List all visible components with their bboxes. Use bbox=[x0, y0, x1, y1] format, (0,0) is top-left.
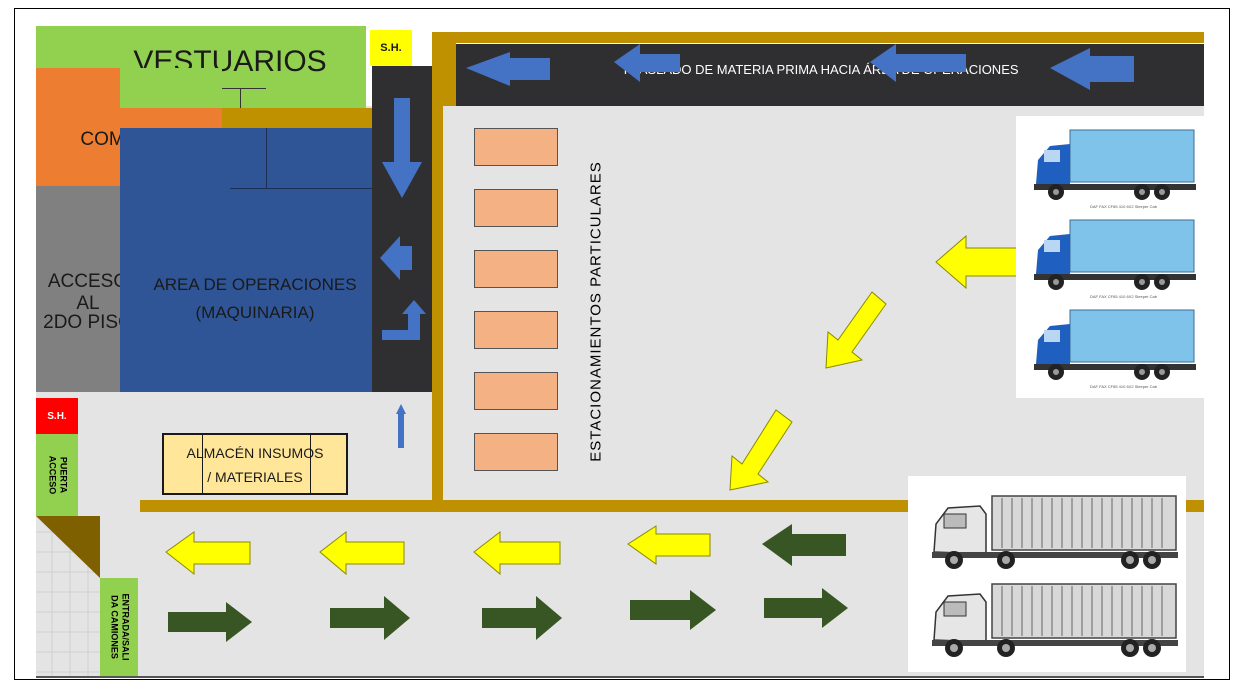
almacen-divider-1 bbox=[202, 435, 203, 493]
yellow-diag-arrow bbox=[825, 291, 887, 369]
top-gold-wall bbox=[432, 32, 1204, 43]
acceso-label-2: 2DO PISO bbox=[43, 312, 133, 333]
blue-left-arrow bbox=[870, 44, 966, 82]
operaciones-label-1: AREA DE OPERACIONES bbox=[153, 275, 357, 294]
entrance-area bbox=[36, 516, 100, 676]
truck-caption: DAF FAX CF85 410 6X2 Sleeper Cab bbox=[1090, 204, 1158, 209]
container-truck bbox=[932, 583, 1178, 657]
plan-border bbox=[14, 8, 1230, 680]
container-truck bbox=[932, 495, 1178, 569]
parking-space bbox=[474, 372, 558, 410]
blue-up-arrow-small bbox=[396, 404, 406, 448]
blue-up-turn-arrow bbox=[382, 300, 426, 340]
yellow-left-arrow bbox=[935, 234, 1019, 290]
vertical-gold-wall-inner bbox=[443, 43, 456, 106]
operaciones-partition-2 bbox=[230, 188, 372, 189]
yellow-left-arrow bbox=[319, 530, 405, 576]
sh-top-box: S.H. bbox=[370, 30, 412, 66]
green-right-arrow bbox=[630, 590, 716, 630]
operaciones-partition bbox=[266, 128, 267, 188]
green-left-arrow bbox=[762, 524, 846, 566]
parking-space bbox=[474, 189, 558, 227]
sh-left-box: S.H. bbox=[36, 398, 78, 434]
blue-down-arrow bbox=[382, 98, 422, 198]
mid-gold-wall bbox=[222, 108, 372, 128]
vestuarios-divider bbox=[240, 88, 241, 108]
parking-space bbox=[474, 311, 558, 349]
box-truck: DAF FAX CF85 410 6X2 Sleeper Cab bbox=[1034, 309, 1196, 389]
yellow-left-arrow bbox=[627, 525, 711, 565]
green-right-arrow bbox=[764, 588, 848, 628]
bottom-edge-line bbox=[36, 676, 1204, 678]
vestuarios-lower-strip bbox=[120, 68, 222, 108]
container-trucks bbox=[932, 495, 1178, 657]
blue-left-arrow bbox=[1050, 48, 1134, 90]
box-truck: DAF FAX CF85 410 6X2 Sleeper Cab bbox=[1034, 129, 1196, 209]
yellow-diag-arrow bbox=[729, 409, 793, 491]
almacen-block bbox=[162, 433, 348, 495]
yellow-left-arrow bbox=[165, 531, 251, 576]
blue-left-arrow-small bbox=[380, 236, 412, 280]
box-trucks: DAF FAX CF85 410 6X2 Sleeper Cab DAF FAX… bbox=[1034, 129, 1196, 389]
parking-space bbox=[474, 250, 558, 288]
almacen-label-2: / MATERIALES bbox=[207, 469, 303, 485]
yellow-left-arrow bbox=[473, 530, 561, 576]
blue-left-arrow bbox=[614, 44, 680, 82]
almacen-label-1: ALMACÉN INSUMOS bbox=[186, 445, 324, 461]
entrada-box bbox=[100, 578, 138, 676]
door-swing-triangle bbox=[36, 516, 100, 578]
green-right-arrow bbox=[330, 596, 410, 640]
blue-left-arrow bbox=[466, 52, 550, 86]
almacen-divider-2 bbox=[310, 435, 311, 493]
operaciones-block bbox=[120, 128, 372, 392]
vertical-gold-wall bbox=[432, 32, 443, 510]
vestuarios-divider-2 bbox=[222, 88, 266, 89]
parking-space bbox=[474, 128, 558, 166]
green-right-arrow bbox=[482, 596, 562, 640]
parking-space bbox=[474, 433, 558, 471]
box-truck: DAF FAX CF85 410 6X2 Sleeper Cab bbox=[1034, 219, 1196, 299]
truck-caption: DAF FAX CF85 410 6X2 Sleeper Cab bbox=[1090, 384, 1158, 389]
operaciones-label-2: (MAQUINARIA) bbox=[195, 303, 315, 322]
puerta-acceso-box bbox=[36, 434, 78, 516]
truck-caption: DAF FAX CF85 410 6X2 Sleeper Cab bbox=[1090, 294, 1158, 299]
green-right-arrow bbox=[168, 602, 252, 642]
